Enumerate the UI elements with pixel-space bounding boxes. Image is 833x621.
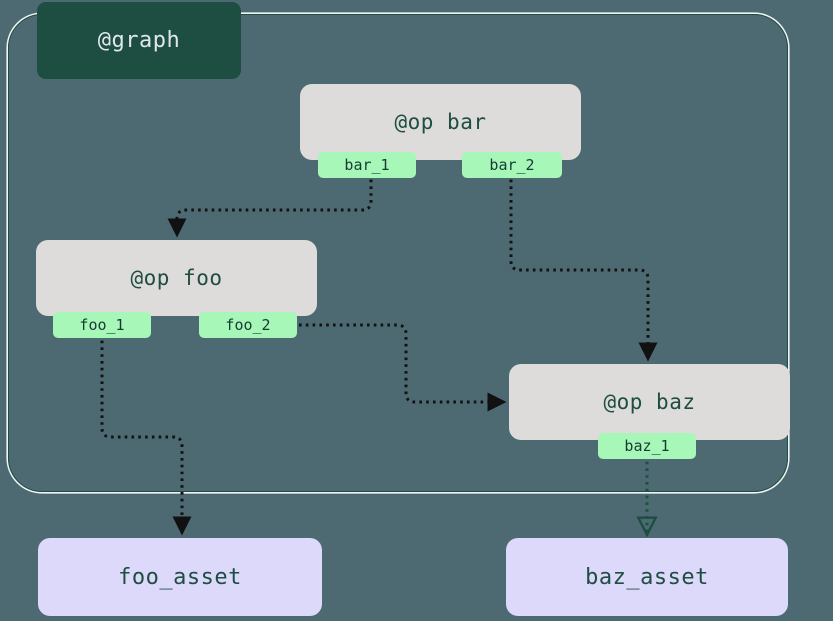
graph-label-text: @graph xyxy=(97,28,181,53)
port-bar-1[interactable]: bar_1 xyxy=(318,152,416,178)
asset-node-baz-asset[interactable]: baz_asset xyxy=(506,538,788,616)
port-foo-2[interactable]: foo_2 xyxy=(199,312,297,338)
op-node-foo[interactable]: @op foo xyxy=(36,240,317,316)
op-node-bar-label: @op bar xyxy=(394,110,487,134)
op-node-bar[interactable]: @op bar xyxy=(300,84,581,160)
port-bar-2[interactable]: bar_2 xyxy=(462,152,562,178)
op-node-baz[interactable]: @op baz xyxy=(509,364,790,440)
graph-label[interactable]: @graph xyxy=(37,2,241,79)
op-node-baz-label: @op baz xyxy=(603,390,696,414)
asset-node-foo-asset[interactable]: foo_asset xyxy=(38,538,322,616)
port-baz-1[interactable]: baz_1 xyxy=(598,433,696,459)
op-node-foo-label: @op foo xyxy=(130,266,223,290)
port-foo-1[interactable]: foo_1 xyxy=(53,312,151,338)
graph-container[interactable] xyxy=(8,14,788,492)
